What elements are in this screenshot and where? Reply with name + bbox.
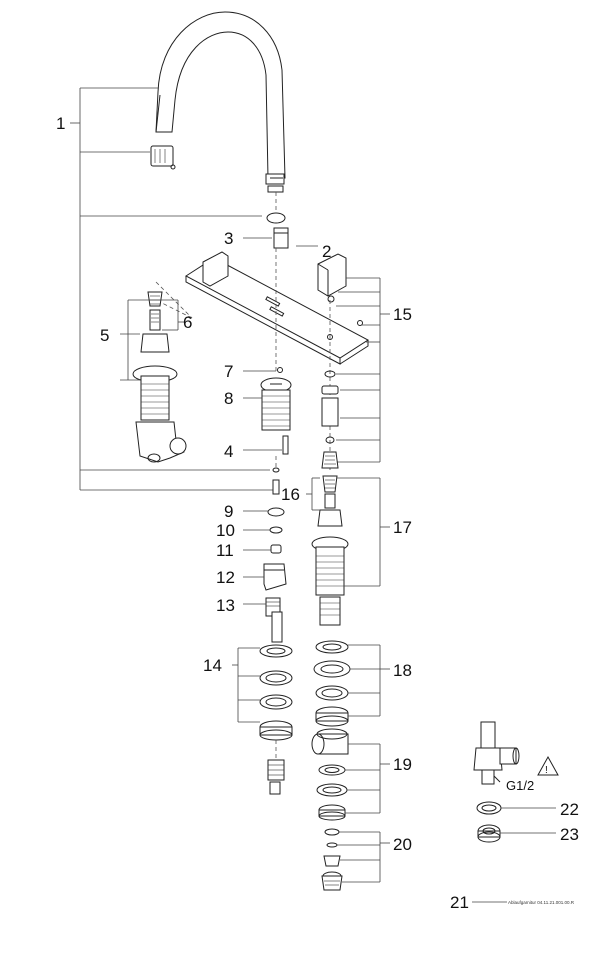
callout-4: 4: [224, 442, 233, 461]
callout-1: 1: [56, 114, 65, 133]
callout-23: 23: [560, 825, 579, 844]
callout-8: 8: [224, 389, 233, 408]
right-valve-parts: [321, 370, 339, 469]
callout-9: 9: [224, 502, 233, 521]
callout-16-bracket: [306, 477, 320, 511]
callout-20-bracket: [337, 831, 390, 883]
callout-6: 6: [183, 313, 192, 332]
callout-10: 10: [216, 521, 235, 540]
callout-5-6-leads: [120, 299, 184, 381]
callout-15-bracket: [330, 277, 390, 463]
callout-12: 12: [216, 568, 235, 587]
o-ring: [266, 212, 286, 224]
right-valve-stack: [311, 475, 351, 891]
callout-18-bracket: [348, 644, 390, 717]
callout-17-bracket: [337, 477, 390, 587]
connector-detail: [473, 721, 520, 785]
set-screw: [357, 320, 363, 326]
callout-14-bracket: [232, 647, 260, 723]
spout: [155, 11, 286, 193]
callout-18: 18: [393, 661, 412, 680]
warning-sign: !: [537, 755, 559, 776]
callout-19: 19: [393, 755, 412, 774]
callout-17: 17: [393, 518, 412, 537]
left-valve: [132, 291, 187, 463]
callout-14: 14: [203, 656, 222, 675]
reference-text: Ablaufgarnitur 04.11.21.001.00.R: [508, 900, 575, 905]
callout-22: 22: [560, 800, 579, 819]
callout-19-bracket: [345, 743, 390, 814]
warning-icon: !: [545, 765, 548, 776]
callout-20: 20: [393, 835, 412, 854]
callout-1-bracket: [70, 87, 276, 491]
thread-label: G1/2: [506, 778, 534, 793]
centre-stack: [259, 467, 293, 795]
callout-2: 2: [322, 242, 331, 261]
callout-15: 15: [393, 305, 412, 324]
nut-23: [477, 824, 501, 843]
callout-21: 21: [450, 893, 469, 912]
callout-7: 7: [224, 362, 233, 381]
callout-16: 16: [281, 485, 300, 504]
washer-22: [476, 801, 502, 815]
callout-11: 11: [216, 541, 234, 560]
callout-3: 3: [224, 229, 233, 248]
spout-insert: [150, 145, 176, 170]
right-handle-block: [317, 253, 347, 303]
callout-13: 13: [216, 596, 235, 615]
drain-parts: [260, 367, 292, 455]
base-plate: [185, 251, 369, 365]
clip-part: [273, 227, 289, 249]
callout-5: 5: [100, 326, 109, 345]
